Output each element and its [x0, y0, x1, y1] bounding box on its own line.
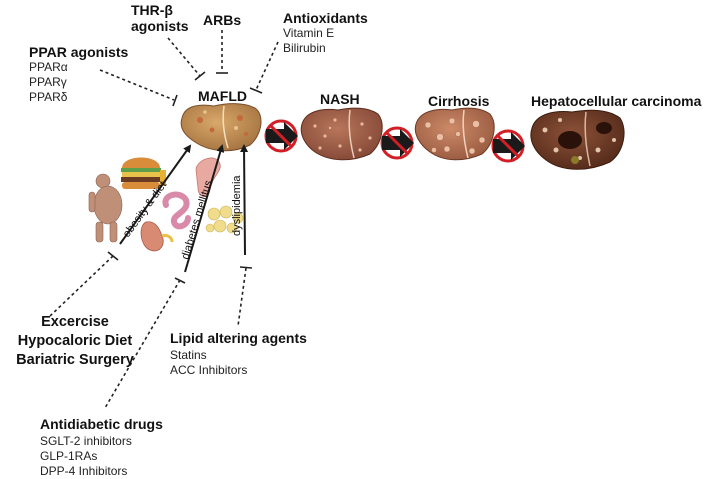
ppar-item: PPARγ	[29, 75, 67, 89]
antidiabetic-block: Antidiabetic drugs SGLT-2 inhibitors GLP…	[40, 416, 163, 479]
lifestyle-item: Bariatric Surgery	[16, 352, 134, 368]
arbs-title: ARBs	[203, 12, 242, 28]
ppar-item: PPARδ	[29, 90, 68, 104]
stage-cirrhosis: Cirrhosis	[428, 93, 490, 109]
antioxidant-item: Bilirubin	[283, 41, 326, 55]
antidiabetic-item: DPP-4 Inhibitors	[40, 464, 128, 478]
human-figure-icon	[88, 173, 123, 243]
liver-icon	[414, 107, 495, 161]
ppar-title: PPAR agonists	[29, 44, 129, 60]
antidiabetic-item: SGLT-2 inhibitors	[40, 434, 132, 448]
stage-hcc: Hepatocellular carcinoma	[531, 93, 702, 109]
lifestyle-block: Excercise Hypocaloric Diet Bariatric Sur…	[4, 313, 146, 370]
risk-arrows	[119, 144, 249, 273]
lipid-item: ACC Inhibitors	[170, 363, 248, 377]
no-progression-icon	[491, 129, 525, 163]
thr-beta-title-line2: agonists	[131, 18, 189, 34]
kidney-icon	[140, 221, 174, 252]
inhibition-bars-bottom	[107, 251, 253, 284]
liver-icon	[300, 107, 383, 161]
fat-cells-icon	[205, 205, 244, 234]
antidiabetic-item: GLP-1RAs	[40, 449, 98, 463]
ppar-block: PPAR agonists PPARα PPARγ PPARδ	[29, 44, 128, 105]
thr-beta-title: THR-β agonists	[131, 2, 189, 34]
inhibition-bars-top	[172, 71, 263, 107]
risk-label-dyslipidemia: dyslipidemia	[231, 175, 243, 236]
antioxidants-block: Antioxidants Vitamin E Bilirubin	[283, 10, 368, 56]
stage-mafld: MAFLD	[198, 88, 247, 104]
inhibition-lines-top	[99, 30, 279, 101]
lipid-title: Lipid altering agents	[170, 330, 307, 346]
no-progression-icon	[264, 119, 298, 153]
risk-label-diabetes: diabetes mellitus	[179, 179, 215, 261]
no-progression-icon	[380, 126, 414, 160]
lipid-block: Lipid altering agents Statins ACC Inhibi…	[170, 330, 307, 378]
antioxidant-item: Vitamin E	[283, 26, 335, 40]
lifestyle-item: Hypocaloric Diet	[17, 333, 133, 349]
burger-icon	[121, 157, 166, 189]
antidiabetic-title: Antidiabetic drugs	[40, 416, 163, 432]
thr-beta-title-line1: THR-β	[131, 2, 173, 18]
antioxidants-title: Antioxidants	[283, 10, 368, 26]
lipid-item: Statins	[170, 348, 207, 362]
lifestyle-item: Excercise	[41, 314, 109, 330]
ppar-item: PPARα	[29, 60, 68, 74]
pancreas-icon	[195, 157, 221, 197]
liver-icon	[530, 109, 625, 170]
intestine-icon	[162, 191, 191, 230]
inhibition-lines-bottom	[49, 255, 247, 409]
stage-nash: NASH	[320, 91, 360, 107]
liver-icon	[180, 103, 262, 152]
